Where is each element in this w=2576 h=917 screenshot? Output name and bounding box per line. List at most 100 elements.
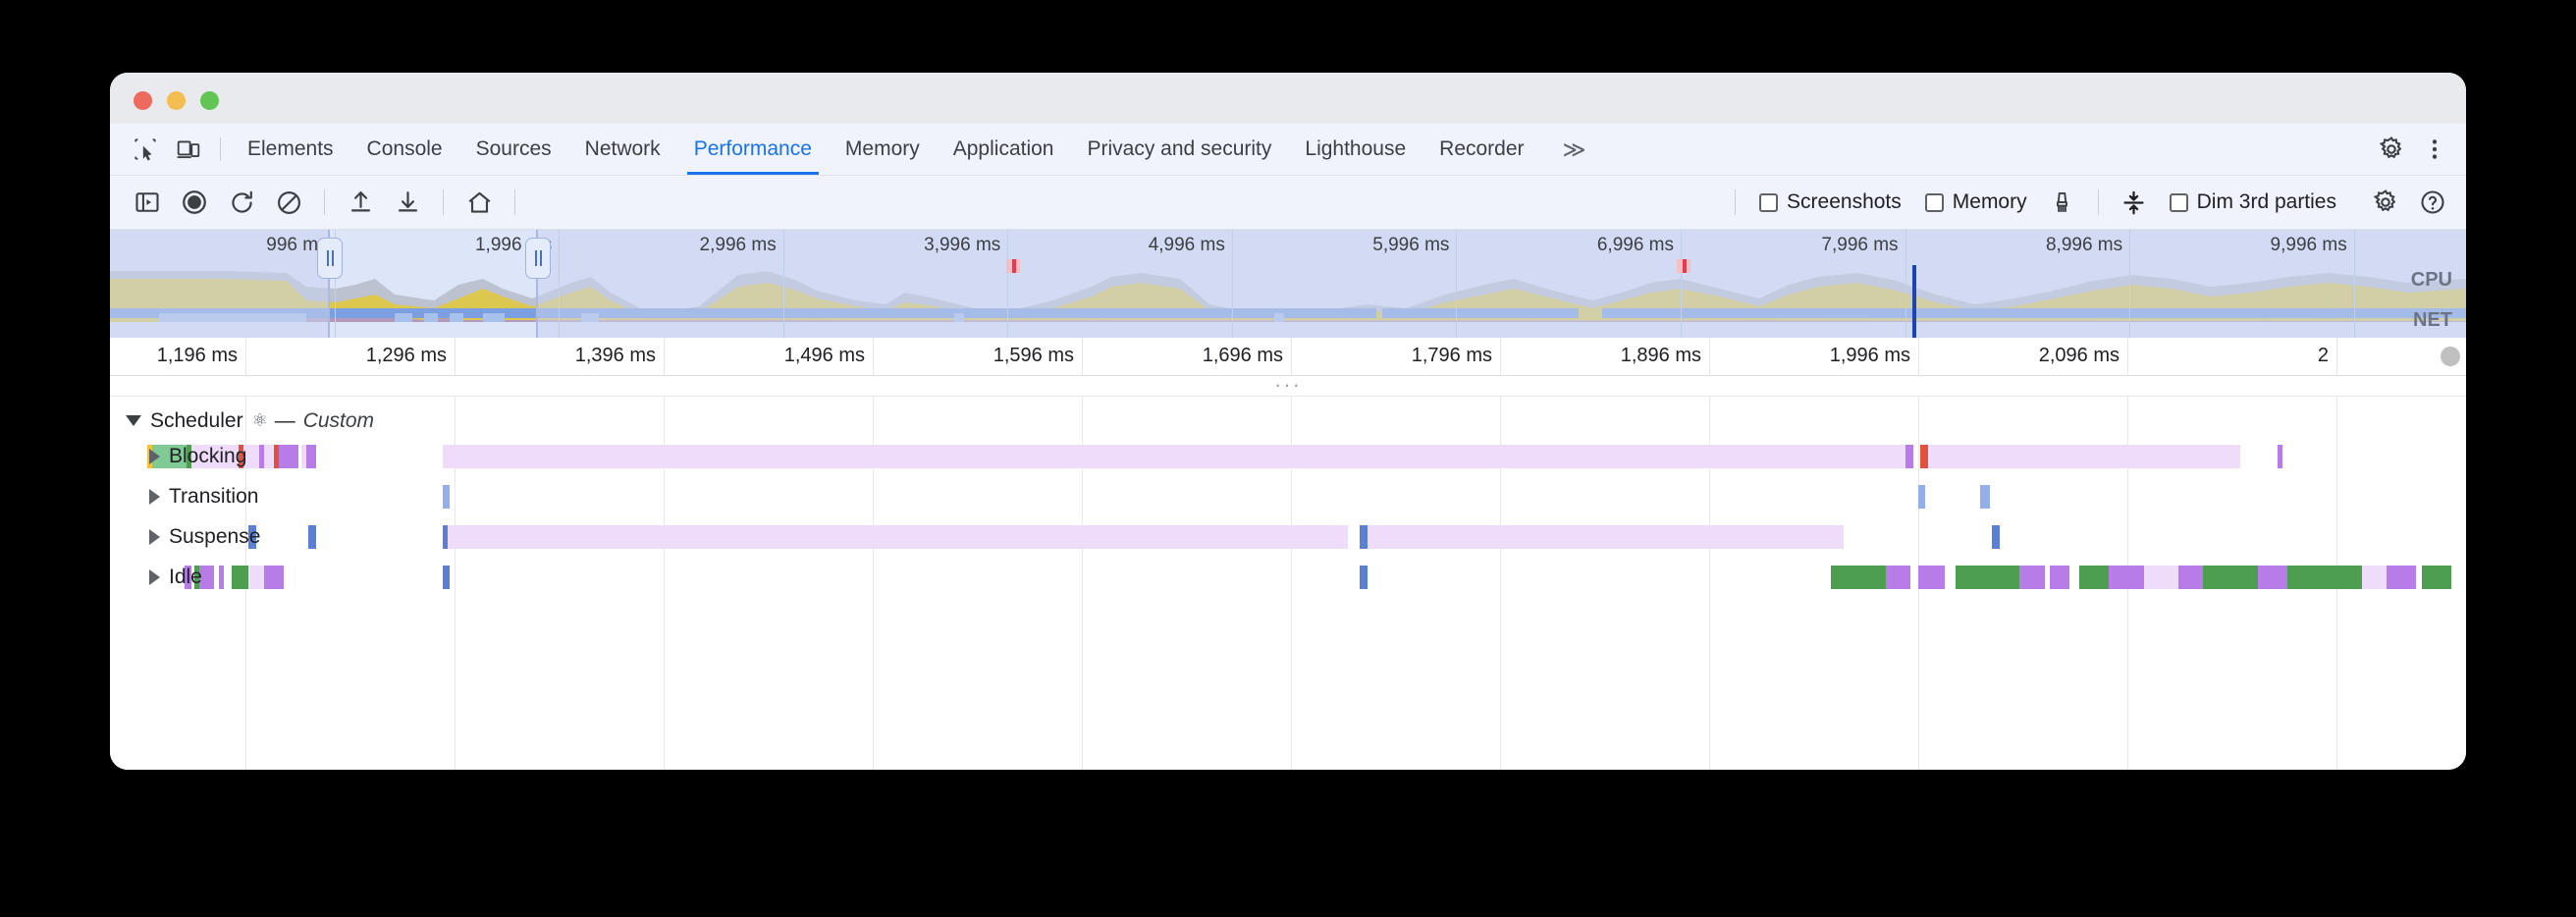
flame-bar[interactable] (2387, 566, 2417, 589)
track-row-idle[interactable]: Idle (110, 557, 2466, 597)
flame-bar[interactable] (2177, 566, 2204, 589)
track-resizer-handle[interactable]: ··· (110, 372, 2466, 397)
upload-arrow-icon[interactable] (337, 179, 384, 226)
flame-bar[interactable] (1905, 445, 1913, 468)
flame-bar[interactable] (2361, 566, 2388, 589)
flame-bar[interactable] (193, 566, 199, 589)
flame-bar[interactable] (2049, 566, 2069, 589)
more-tabs-chevron-icon[interactable]: ≫ (1541, 124, 1608, 175)
clear-no-entry-icon[interactable] (265, 179, 312, 226)
flame-bar[interactable] (2203, 566, 2258, 589)
flame-bar[interactable] (1992, 525, 2001, 549)
flame-bar[interactable] (305, 445, 316, 468)
timeline-scroll-thumb[interactable] (2441, 347, 2460, 366)
chevron-right-icon[interactable] (149, 488, 160, 505)
overview-window-right-edge[interactable] (536, 230, 538, 338)
screenshots-checkbox-box[interactable] (1759, 192, 1779, 212)
flame-bar[interactable] (1831, 566, 1886, 589)
flame-bar[interactable] (308, 525, 316, 549)
flame-bar[interactable] (187, 445, 192, 468)
home-icon[interactable] (456, 179, 503, 226)
track-row-blocking[interactable]: Blocking (110, 436, 2466, 476)
track-label-blocking[interactable]: Blocking (126, 436, 246, 476)
flame-bar[interactable] (2109, 566, 2144, 589)
overview-window-left-edge[interactable] (328, 230, 330, 338)
flame-bar[interactable] (258, 445, 264, 468)
tab-elements[interactable]: Elements (231, 124, 350, 175)
overview-right-handle[interactable] (525, 238, 551, 279)
flame-bar[interactable] (1367, 525, 1844, 549)
download-arrow-icon[interactable] (384, 179, 431, 226)
tab-sources[interactable]: Sources (459, 124, 568, 175)
flame-bar[interactable] (263, 445, 274, 468)
sidebar-icon[interactable] (124, 179, 171, 226)
track-group-scheduler[interactable]: Scheduler ⚛ — Custom (110, 401, 2466, 441)
flame-bar[interactable] (198, 566, 215, 589)
flame-bar[interactable] (239, 445, 244, 468)
flame-bar[interactable] (2078, 566, 2110, 589)
dim-3rd-parties-checkbox-box[interactable] (2169, 192, 2188, 212)
window-minimize-button[interactable] (167, 91, 186, 110)
chevron-right-icon[interactable] (149, 528, 160, 545)
flame-bar[interactable] (442, 445, 1906, 468)
inspect-element-icon[interactable] (124, 124, 167, 175)
tab-performance[interactable]: Performance (677, 124, 829, 175)
window-close-button[interactable] (134, 91, 152, 110)
flame-bar[interactable] (1979, 485, 1990, 509)
reload-icon[interactable] (218, 179, 265, 226)
flame-bar[interactable] (278, 445, 298, 468)
tab-lighthouse[interactable]: Lighthouse (1288, 124, 1422, 175)
flame-bar[interactable] (1360, 525, 1368, 549)
track-label-suspense[interactable]: Suspense (126, 516, 260, 557)
chevron-right-icon[interactable] (149, 568, 160, 585)
track-row-suspense[interactable]: Suspense (110, 516, 2466, 557)
flame-bar[interactable] (1927, 445, 2241, 468)
flame-bar[interactable] (442, 525, 448, 549)
window-maximize-button[interactable] (200, 91, 219, 110)
record-circle-icon[interactable] (171, 179, 218, 226)
flame-bar[interactable] (273, 445, 279, 468)
overview-left-handle[interactable] (317, 238, 343, 279)
memory-checkbox[interactable]: Memory (1924, 190, 2027, 214)
flame-bar[interactable] (243, 445, 259, 468)
tab-console[interactable]: Console (350, 124, 459, 175)
flame-bar[interactable] (442, 485, 451, 509)
capture-settings-gear-icon[interactable] (2362, 179, 2409, 226)
flame-bar[interactable] (2278, 445, 2283, 468)
help-question-icon[interactable] (2409, 179, 2456, 226)
flame-bar[interactable] (1955, 566, 2020, 589)
flame-bar[interactable] (191, 445, 240, 468)
flame-bar[interactable] (1360, 566, 1368, 589)
device-toolbar-icon[interactable] (167, 124, 210, 175)
flame-bar[interactable] (231, 566, 249, 589)
flame-bar[interactable] (1917, 485, 1926, 509)
tab-network[interactable]: Network (568, 124, 677, 175)
flame-bar[interactable] (300, 445, 306, 468)
tab-memory[interactable]: Memory (829, 124, 937, 175)
collapse-vertical-icon[interactable] (2111, 179, 2158, 226)
screenshots-checkbox[interactable]: Screenshots (1759, 190, 1902, 214)
flame-chart[interactable]: Scheduler ⚛ — Custom Blocking Transition (110, 397, 2466, 770)
flame-bar[interactable] (184, 566, 192, 589)
flame-bar[interactable] (2143, 566, 2178, 589)
flame-bar[interactable] (248, 566, 264, 589)
flame-bar[interactable] (263, 566, 284, 589)
flame-bar[interactable] (2019, 566, 2045, 589)
flame-bar[interactable] (2287, 566, 2362, 589)
flame-bar[interactable] (2257, 566, 2288, 589)
track-row-transition[interactable]: Transition (110, 476, 2466, 516)
more-options-icon[interactable] (2413, 136, 2456, 162)
brush-icon[interactable] (2039, 179, 2086, 226)
flame-bar[interactable] (1920, 445, 1928, 468)
flame-bar[interactable] (1917, 566, 1946, 589)
tab-recorder[interactable]: Recorder (1422, 124, 1540, 175)
flame-bar[interactable] (442, 566, 451, 589)
memory-checkbox-box[interactable] (1924, 192, 1944, 212)
flame-bar[interactable] (1885, 566, 1911, 589)
chevron-right-icon[interactable] (149, 448, 160, 464)
track-label-idle[interactable]: Idle (126, 557, 202, 597)
track-group-label[interactable]: Scheduler ⚛ — Custom (126, 401, 374, 441)
